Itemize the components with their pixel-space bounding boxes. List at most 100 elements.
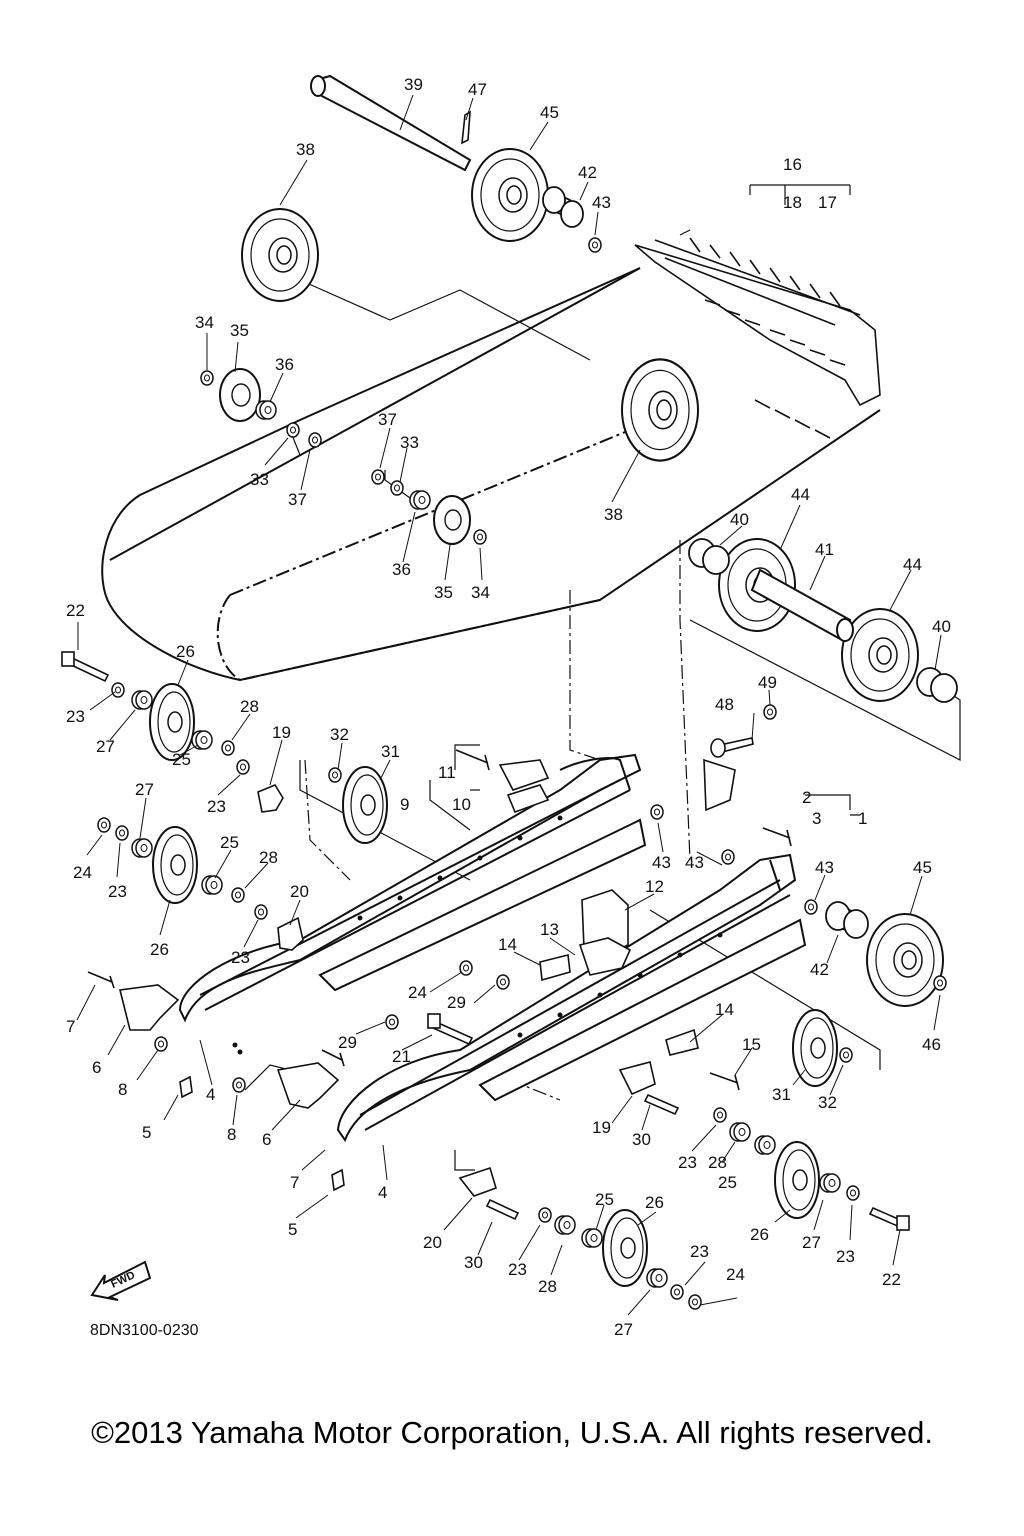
washer-23-d — [254, 904, 268, 920]
callout-23f: 23 — [508, 1260, 527, 1279]
callout-33: 33 — [250, 470, 269, 489]
bearing-35-left — [219, 368, 261, 422]
wheel-26-upper-left — [149, 683, 195, 761]
callout-40: 40 — [730, 510, 749, 529]
nut-24-a — [97, 817, 111, 833]
callout-8b: 8 — [227, 1125, 236, 1144]
callout-39: 39 — [404, 75, 423, 94]
callout-13: 13 — [540, 920, 559, 939]
washer-8-a — [154, 1036, 168, 1052]
callout-14: 14 — [498, 935, 517, 954]
callout-9: 9 — [400, 795, 409, 814]
track-lugs — [634, 237, 881, 439]
callout-4b: 4 — [378, 1183, 387, 1202]
callout-14b: 14 — [715, 1000, 734, 1019]
callout-38b: 38 — [604, 505, 623, 524]
callout-23e: 23 — [678, 1153, 697, 1172]
callout-25c: 25 — [718, 1173, 737, 1192]
callout-36: 36 — [275, 355, 294, 374]
callout-8: 8 — [118, 1080, 127, 1099]
leader-lines — [76, 94, 942, 1316]
callout-1: 1 — [858, 809, 867, 828]
callout-34b: 34 — [471, 583, 490, 602]
callout-4: 4 — [206, 1085, 215, 1104]
callout-32b: 32 — [818, 1093, 837, 1112]
nut-29-a — [385, 1014, 399, 1030]
callout-40b: 40 — [932, 617, 951, 636]
nut-49 — [763, 704, 777, 720]
callout-6b: 6 — [262, 1130, 271, 1149]
callout-11: 11 — [438, 763, 456, 782]
callout-31: 31 — [381, 742, 400, 761]
washer-32-a — [328, 767, 342, 783]
idler-wheel-38-lower — [620, 358, 700, 462]
rail-hole-details — [232, 815, 723, 1055]
collar-36-mid — [409, 490, 431, 510]
slide-rail-left — [178, 753, 647, 1023]
fwd-arrow-icon: FWD — [90, 1260, 152, 1301]
callout-7: 7 — [66, 1017, 75, 1036]
collar-27-c — [646, 1268, 668, 1288]
idler-wheel-38-upper — [241, 208, 319, 302]
callout-27c: 27 — [802, 1233, 821, 1252]
callout-29: 29 — [338, 1033, 357, 1052]
washer-33-mid — [390, 480, 404, 496]
idler-wheel-45-upper — [471, 148, 549, 242]
wheel-31-right — [792, 1009, 838, 1087]
washer-43-c — [804, 899, 818, 915]
collar-42-upper — [542, 186, 584, 228]
callout-33b: 33 — [400, 433, 419, 452]
washer-23-f — [538, 1207, 552, 1223]
idler-wheel-45-lower — [866, 913, 944, 1007]
collar-28-d — [554, 1215, 576, 1235]
callout-22: 22 — [66, 601, 85, 620]
nut-29-b — [496, 974, 510, 990]
callout-28: 28 — [240, 697, 259, 716]
callout-25d: 25 — [595, 1190, 614, 1209]
callout-27b: 27 — [135, 780, 154, 799]
callout-27: 27 — [96, 737, 115, 756]
callout-16: 16 — [783, 155, 802, 174]
washer-23-a — [111, 682, 125, 698]
callout-28b: 28 — [259, 848, 278, 867]
callout-42: 42 — [578, 163, 597, 182]
washer-23-c — [115, 825, 129, 841]
washer-43-upper — [588, 237, 602, 253]
callout-43: 43 — [592, 193, 611, 212]
clip-37-mid — [371, 469, 385, 485]
callout-47: 47 — [468, 80, 487, 99]
washer-23-e — [713, 1107, 727, 1123]
bolts — [61, 651, 910, 1231]
callout-30b: 30 — [464, 1253, 483, 1272]
callout-7b: 7 — [290, 1173, 299, 1192]
cotter-pin-47 — [461, 110, 471, 145]
callout-48: 48 — [715, 695, 734, 714]
callout-24b: 24 — [408, 983, 427, 1002]
collar-40-left — [688, 538, 730, 575]
rivets — [87, 749, 792, 1091]
callout-35b: 35 — [434, 583, 453, 602]
callout-43d: 43 — [815, 858, 834, 877]
collar-27-a — [131, 690, 153, 710]
washer-23-h — [846, 1185, 860, 1201]
callout-23c: 23 — [108, 882, 127, 901]
document-number: 8DN3100-0230 — [90, 1322, 199, 1339]
callout-26b: 26 — [150, 940, 169, 959]
washer-28-b — [231, 887, 245, 903]
callout-35: 35 — [230, 321, 249, 340]
callout-20b: 20 — [423, 1233, 442, 1252]
callout-20: 20 — [290, 882, 309, 901]
callout-28c: 28 — [708, 1153, 727, 1172]
callout-19: 19 — [272, 723, 291, 742]
collar-36-left — [255, 400, 277, 420]
callout-15: 15 — [742, 1035, 761, 1054]
callout-labels: 39 47 45 38 42 43 16 18 17 34 35 36 33 3… — [66, 75, 951, 1339]
washer-32-b — [839, 1047, 853, 1063]
callout-46: 46 — [922, 1035, 941, 1054]
rear-axle-39 — [310, 74, 472, 172]
callout-26d: 26 — [750, 1225, 769, 1244]
callout-32: 32 — [330, 725, 349, 744]
wheel-26-lower-mid — [602, 1209, 648, 1287]
wheel-26-lower-right — [774, 1141, 820, 1219]
callout-36b: 36 — [392, 560, 411, 579]
